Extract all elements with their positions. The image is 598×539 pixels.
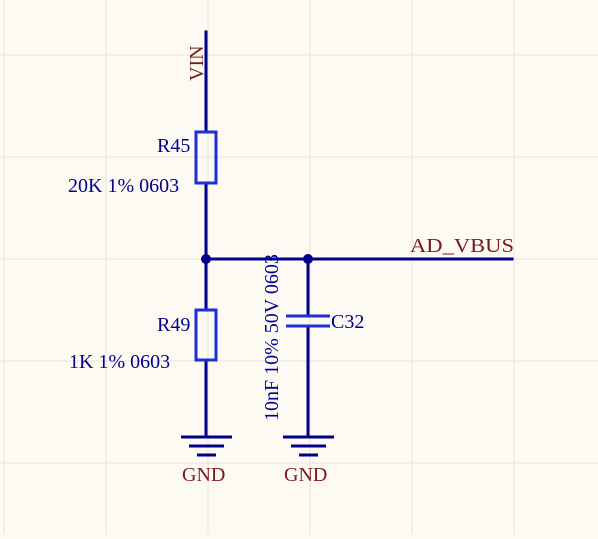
wires: [204, 30, 514, 438]
r45-designator: R45: [157, 135, 190, 157]
resistor-r49-symbol[interactable]: [194, 308, 218, 362]
r45-value: 20K 1% 0603: [68, 175, 179, 197]
gnd-symbol-right: [283, 435, 334, 457]
resistor-r45-symbol[interactable]: [194, 130, 218, 185]
r49-value: 1K 1% 0603: [69, 351, 170, 373]
c32-value: 10nF 10% 50V 0603: [261, 254, 283, 421]
net-label-gnd-left: GND: [182, 464, 225, 486]
junction-dot-right: [303, 254, 313, 264]
capacitor-c32-symbol[interactable]: [286, 314, 330, 328]
r49-designator: R49: [157, 314, 190, 336]
net-label-ad-vbus: AD_VBUS: [410, 235, 514, 257]
gnd-symbol-left: [181, 435, 232, 457]
net-label-vin: VIN: [186, 45, 208, 81]
c32-designator: C32: [331, 311, 364, 333]
junction-dot-left: [201, 254, 211, 264]
net-label-gnd-right: GND: [284, 464, 327, 486]
